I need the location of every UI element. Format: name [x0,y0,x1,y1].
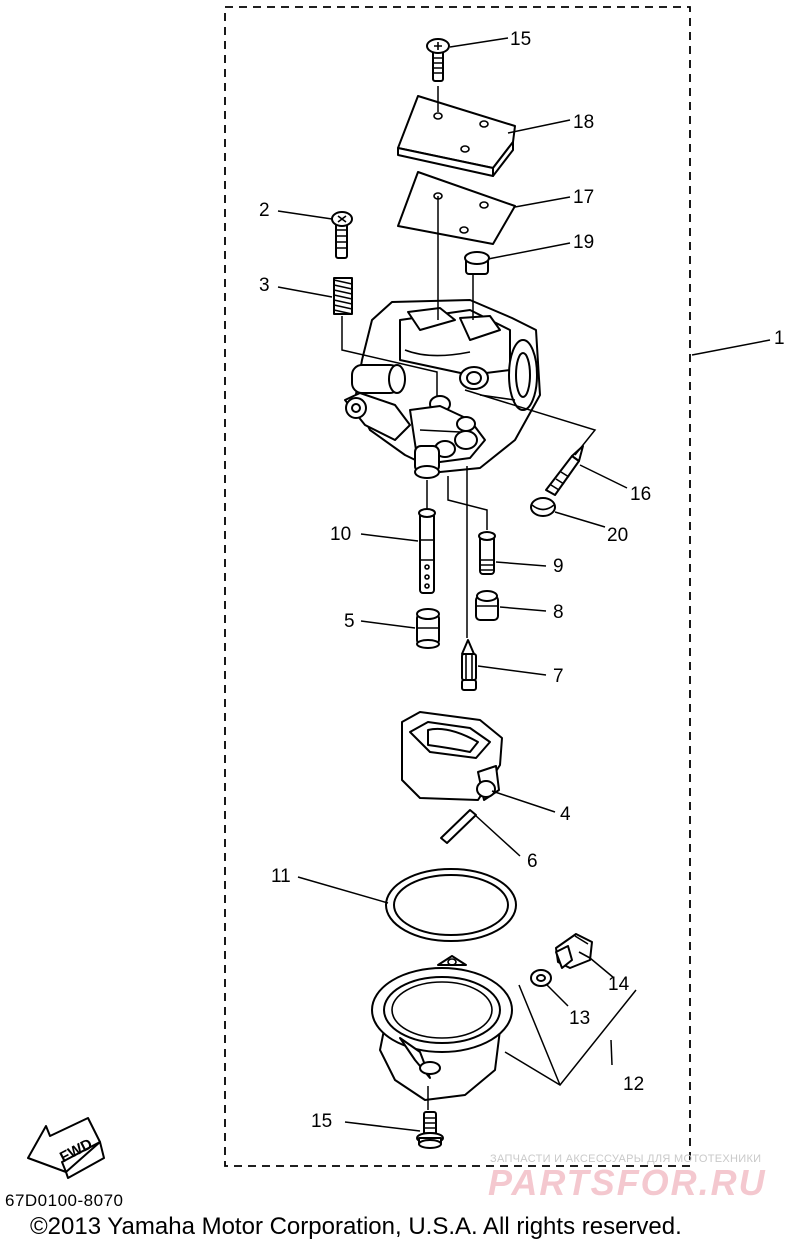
part-cover-plate [397,95,516,177]
label-part-11: 11 [271,866,291,887]
part-screw-top [426,38,450,82]
label-part-18: 18 [573,112,594,133]
part-gasket-plate [397,171,516,245]
part-spring [333,277,353,315]
leader-lines [277,37,771,1132]
label-part-7: 7 [553,666,564,687]
part-pilot-jet-needle [545,445,584,496]
label-part-5: 5 [344,611,355,632]
part-needle-valve [461,639,477,691]
assembly-lines [341,86,597,1110]
label-part-4: 4 [560,804,571,825]
label-part-13: 13 [569,1008,590,1029]
label-part-15-bottom: 15 [311,1111,332,1132]
label-part-12: 12 [623,1074,644,1095]
diagram-code: 67D0100-8070 [5,1191,124,1210]
label-part-16: 16 [630,484,651,505]
watermark-logo: PARTSFOR.RU [488,1162,767,1203]
part-screw-bottom [416,1111,444,1149]
part-pilot-screw [331,211,353,259]
part-carburetor-body [344,299,541,479]
callout-numbers: 1 2 3 4 5 6 7 8 9 10 11 12 13 14 15 15 1… [259,29,785,1132]
part-o-ring [385,868,517,942]
part-main-jet [475,590,499,621]
part-float-chamber [371,955,513,1101]
label-part-14: 14 [608,974,630,995]
fwd-arrow-icon: FWD [27,1117,105,1179]
label-part-9: 9 [553,556,564,577]
label-part-17: 17 [573,187,594,208]
watermark-tagline: ЗАПЧАСТИ И АКСЕССУАРЫ ДЛЯ МОТОТЕХНИКИ [490,1153,762,1165]
part-drain-screw [555,933,593,969]
label-part-10: 10 [330,524,351,545]
part-float-pin [440,809,477,844]
part-plug [464,251,490,275]
part-cap [530,497,556,517]
part-jet-holder [416,608,440,649]
part-washer [530,969,552,987]
label-part-6: 6 [527,851,538,872]
label-part-2: 2 [259,200,270,221]
label-part-19: 19 [573,232,594,253]
label-part-15-top: 15 [510,29,531,50]
label-part-1: 1 [774,328,785,349]
part-pilot-jet [478,531,496,575]
label-part-3: 3 [259,275,270,296]
part-main-nozzle [418,508,436,594]
label-part-20: 20 [607,525,628,546]
part-float [401,711,503,801]
copyright-notice: ©2013 Yamaha Motor Corporation, U.S.A. A… [30,1213,682,1240]
label-part-8: 8 [553,602,564,623]
